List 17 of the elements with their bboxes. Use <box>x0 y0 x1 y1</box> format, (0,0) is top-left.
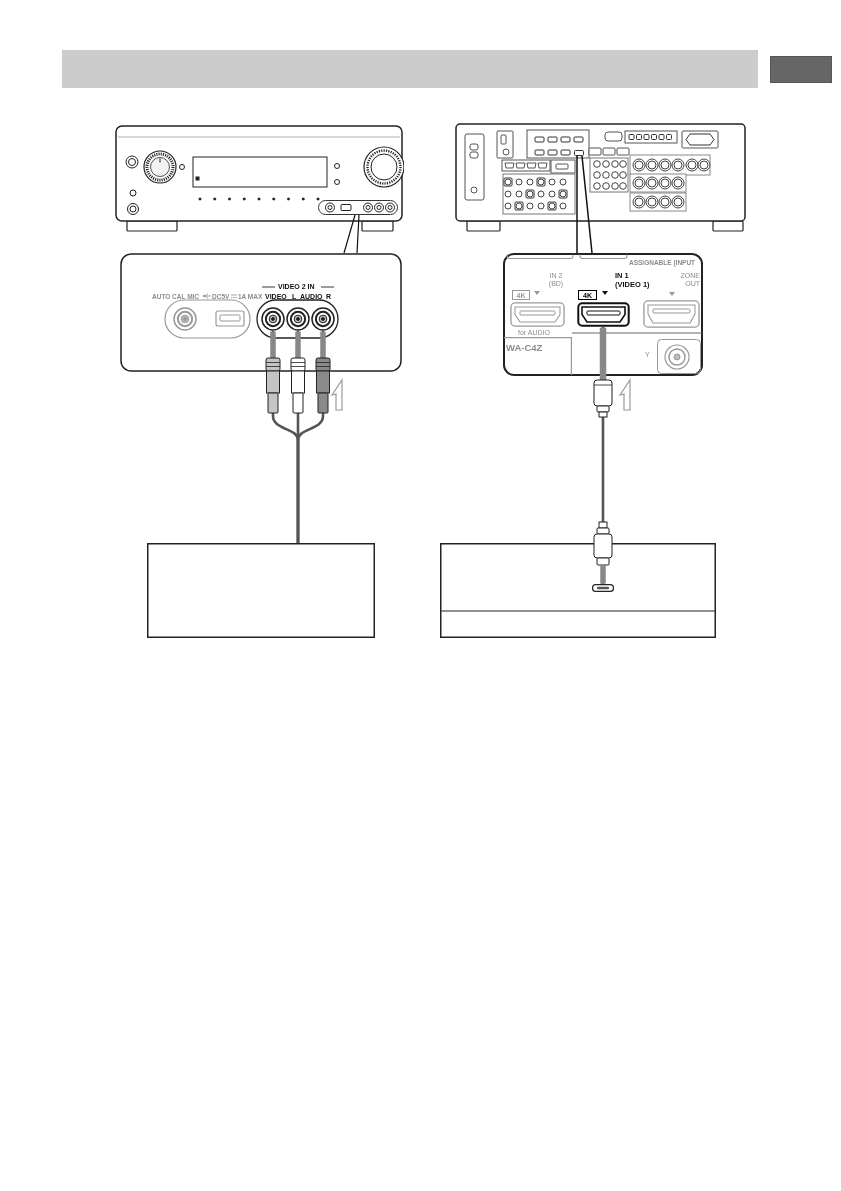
hdmi-port <box>577 302 630 327</box>
device-box <box>440 543 716 638</box>
panel-label: WA-C4Z <box>506 343 543 354</box>
hdmi-port <box>510 302 565 327</box>
hdmi-port <box>574 150 584 156</box>
rca-jack <box>286 307 310 331</box>
hdmi-port <box>643 300 700 328</box>
mic-jack <box>173 307 197 331</box>
rca-jack <box>261 307 285 331</box>
label-plate <box>503 337 572 375</box>
micro-hdmi-port <box>592 584 614 592</box>
inset-panel <box>503 253 703 376</box>
zoom-leader-line <box>576 155 593 254</box>
device-box <box>147 543 375 638</box>
rca-jack <box>311 307 335 331</box>
zoom-leader-line <box>343 214 360 254</box>
front-jack-panel <box>318 200 398 215</box>
